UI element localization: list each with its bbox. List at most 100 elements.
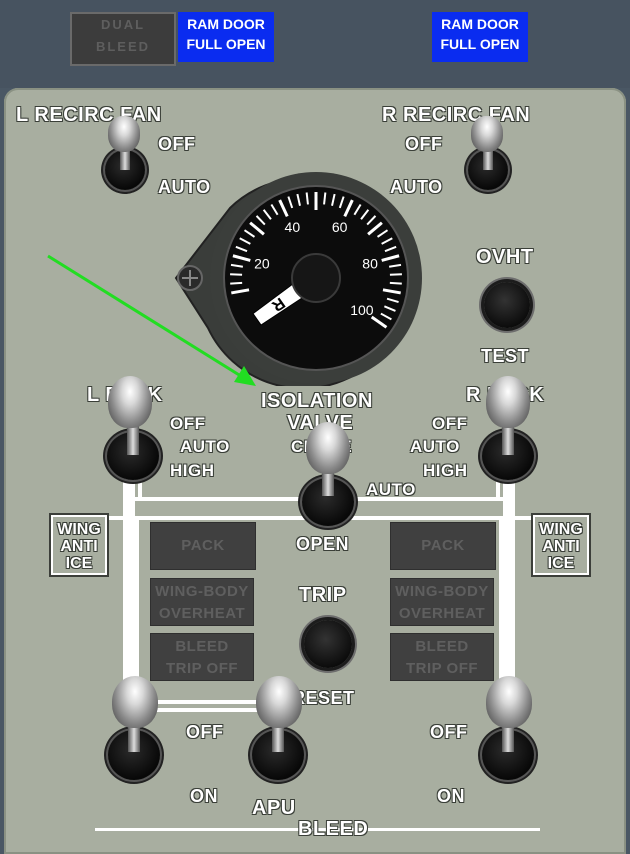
gauge-tick [367,221,383,236]
left-wing-body-overheat-light: WING-BODY OVERHEAT [150,578,254,626]
right-duct-stub [496,480,500,498]
left-duct-line-outer [123,478,135,708]
right-wing-body-overheat-light: WING-BODY OVERHEAT [390,578,494,626]
wai-right-line-3: ICE [547,555,575,572]
right-duct-line-inner [499,516,503,706]
gauge-tick [270,203,279,216]
wai-left-line-2: ANTI [60,538,98,555]
left-pack-auto-label: AUTO [180,437,230,456]
gauge-tick-label: 40 [285,219,301,235]
left-pack-off-label: OFF [170,414,206,433]
apu-duct-line-a [135,700,300,704]
gauge-tick [384,245,397,253]
isolation-valve-title-1: ISOLATION [261,390,373,412]
gauge-tick [376,229,389,238]
apu-bleed-switch[interactable] [256,676,302,728]
right-bleed-trip-text-2: TRIP OFF [405,660,479,677]
wing-anti-ice-right-label: WING ANTI ICE [531,513,591,577]
gauge-tick [383,305,396,312]
left-duct-stub [138,480,142,498]
gauge-tick [389,273,402,276]
gauge-tick [360,209,370,220]
gauge-tick [255,215,266,226]
left-duct-line-inner [135,516,139,706]
right-wing-body-text-2: OVERHEAT [398,605,486,622]
left-wing-body-text-2: OVERHEAT [158,605,246,622]
ovht-test-label: TEST [481,346,530,366]
gauge-ticks [230,192,402,329]
wai-left-line-1: WING [57,521,101,538]
ram-door-left-light: RAM DOOR FULL OPEN [178,12,274,62]
gauge-tick [353,203,362,216]
left-pack-light: PACK [150,522,256,570]
gauge-tick [338,196,345,209]
arrow-head [234,366,256,386]
gauge-tick [262,209,272,220]
gauge-tick [235,245,248,253]
gauge-tick-label: 60 [332,219,348,235]
right-recirc-fan-switch-stem [483,140,493,170]
wing-anti-ice-left-label: WING ANTI ICE [49,513,109,577]
gauge-tick [343,199,354,218]
wai-right-line-2: ANTI [542,538,580,555]
right-pack-high-label: HIGH [423,461,468,480]
gauge-tick [381,254,400,262]
left-recirc-auto-label: AUTO [158,177,211,197]
right-bleed-off-label: OFF [430,722,468,742]
apu-bleed-label: APU [252,797,296,819]
bleed-section-title: BLEED [298,818,369,840]
gauge-tick [389,281,402,285]
right-engine-bleed-switch[interactable] [486,676,532,728]
trip-title: TRIP [299,584,347,606]
gauge-tick [239,237,251,245]
left-wing-body-text-1: WING-BODY [155,583,249,600]
gauge-tick [230,281,243,285]
gauge-tick [249,221,265,236]
gauge-tick [386,297,399,304]
left-bleed-trip-text-2: TRIP OFF [165,660,239,677]
left-pack-switch[interactable] [108,376,152,428]
isolation-valve-open-label: OPEN [296,534,350,554]
gauge-tick [278,199,289,218]
left-bleed-trip-off-light: BLEED TRIP OFF [150,633,254,681]
right-recirc-fan-switch[interactable] [471,116,503,152]
right-recirc-off-label: OFF [405,134,443,154]
right-duct-line-outer [503,478,515,708]
ram-door-right-light: RAM DOOR FULL OPEN [432,12,528,62]
left-engine-bleed-switch[interactable] [112,676,158,728]
isolation-valve-switch[interactable] [306,422,350,474]
dual-bleed-light: DUAL BLEED [70,12,176,66]
right-pack-off-label: OFF [432,414,468,433]
right-bleed-trip-off-light: BLEED TRIP OFF [390,633,494,681]
gauge-tick [296,193,301,206]
gauge-tick [232,254,251,262]
trip-reset-label: RESET [292,688,355,708]
ram-door-left-text-1: RAM DOOR [187,16,265,32]
right-pack-switch[interactable] [486,376,530,428]
wai-left-line-3: ICE [65,555,93,572]
gauge-tick-label: 100 [350,302,374,318]
left-bleed-on-label: ON [190,786,218,806]
gauge-tick [243,229,256,238]
dual-bleed-text-2: BLEED [95,39,151,54]
gauge-tick [388,263,402,268]
left-pack-high-label: HIGH [170,461,215,480]
left-recirc-off-label: OFF [158,134,196,154]
ovht-test-button[interactable] [484,282,530,328]
right-bleed-trip-text-1: BLEED [415,638,469,655]
gauge-tick [366,215,377,226]
right-pack-auto-label: AUTO [410,437,460,456]
gauge-tick [370,315,388,329]
gauge-tick [287,196,294,209]
isolation-valve-auto-label: AUTO [366,480,416,499]
wai-right-line-1: WING [539,521,583,538]
gauge-tick [381,237,393,245]
trip-reset-button[interactable] [304,620,352,668]
ram-door-right-text-1: RAM DOOR [441,16,519,32]
left-recirc-fan-switch[interactable] [108,116,140,152]
gauge-tick [230,273,243,276]
